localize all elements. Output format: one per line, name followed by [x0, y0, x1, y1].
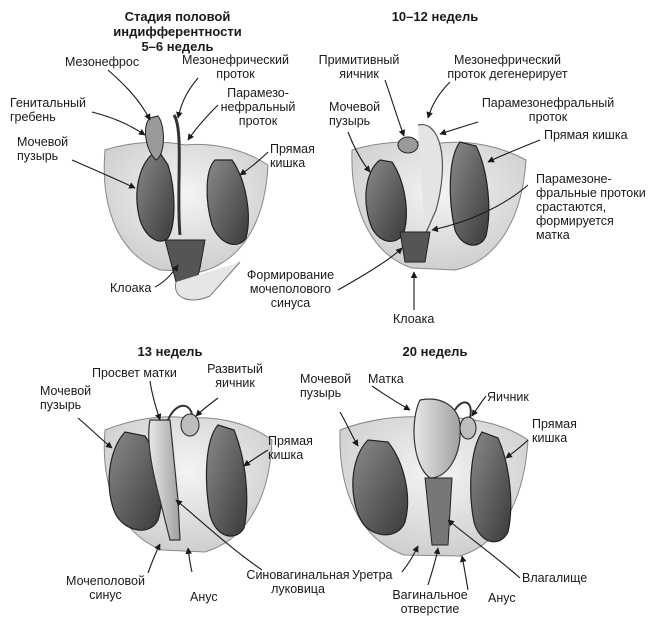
panel-3-drawing [103, 404, 273, 553]
degenerating-duct-shape [417, 124, 443, 236]
tail-shape [174, 261, 241, 301]
leader-anus-3 [185, 547, 193, 573]
label-cloaca: Клоака [110, 281, 152, 295]
leader-paramesonephric-1 [187, 104, 219, 141]
label-vagina: Влагалище [522, 571, 588, 585]
ovary-shape [459, 416, 477, 440]
leader-anus-4 [459, 555, 469, 591]
label-anus: Анус [488, 591, 516, 605]
label-ovary: Яичник [487, 390, 529, 404]
leader-vagina [447, 519, 521, 579]
leader-uterus [371, 385, 411, 411]
tube-shape [167, 404, 193, 421]
label-cloaca: Клоака [393, 312, 435, 326]
panel-2-drawing [351, 124, 527, 271]
label-mesonephros: Мезонефрос [65, 55, 140, 69]
label-primitive-ovary: Примитивный яичник [318, 53, 400, 81]
leader-bladder-3 [77, 417, 113, 449]
label-urogenital-sinus-formation: Формирование мочеполового синуса [246, 268, 335, 310]
leader-cloaca [154, 264, 179, 288]
label-vaginal-opening: Вагинальное отверстие [392, 588, 468, 616]
leader-bladder-1 [71, 159, 136, 189]
label-bladder: Мочевой пузырь [300, 372, 352, 400]
label-paramesonephric-duct: Парамезонефральный проток [481, 96, 615, 124]
rectum-shape [470, 431, 512, 543]
leader-ducts-fuse [431, 184, 529, 233]
label-urethra: Уретра [352, 568, 393, 582]
leader-bladder-2 [347, 131, 371, 173]
label-rectum: Прямая кишка [270, 142, 315, 170]
mesonephros-shape [144, 115, 164, 161]
label-uterine-lumen: Просвет матки [92, 366, 177, 380]
leader-lines [71, 69, 541, 591]
leader-rectum-4 [505, 439, 529, 459]
bladder-shape [352, 439, 409, 536]
leader-ovary [471, 395, 487, 417]
panel-2-title: 10–12 недель [391, 9, 479, 24]
ovary-shape [180, 413, 200, 437]
leader-mesonephros [107, 69, 151, 121]
panel-4-drawing [339, 398, 529, 557]
label-sinovaginal-bulb: Синовагинальная луковица [246, 568, 350, 596]
leader-rectum-3 [243, 449, 269, 467]
label-ducts-fuse: Парамезоне- фральные протоки срастаются,… [536, 172, 646, 242]
uterus-shape [413, 398, 461, 479]
panel-1-drawing [103, 114, 269, 301]
leader-duct-degenerates [426, 81, 451, 119]
label-uterus: Матка [368, 372, 404, 386]
leader-ug-sinus-formation [337, 247, 403, 291]
panel-4-title: 20 недель [402, 344, 468, 359]
label-urogenital-sinus: Мочеполовой синус [66, 574, 145, 602]
leader-genital-ridge [91, 111, 146, 136]
leader-rectum-2 [487, 139, 541, 163]
tube-shape [454, 401, 472, 419]
label-paramesonephric-duct: Парамезо- нефральный проток [220, 86, 296, 128]
label-bladder: Мочевой пузырь [17, 135, 69, 163]
panel-3-title: 13 недель [137, 344, 203, 359]
bladder-shape [136, 149, 175, 242]
leader-vaginal-opening [427, 547, 441, 586]
label-mesonephric-duct: Мезонефрический проток [182, 53, 289, 81]
leader-sinovaginal-bulb [175, 499, 263, 571]
label-rectum: Прямая кишка [268, 434, 313, 462]
rectum-shape [449, 141, 490, 246]
label-rectum: Прямая кишка [532, 417, 577, 445]
vagina-shape [424, 477, 453, 546]
label-rectum: Прямая кишка [544, 128, 628, 142]
leader-urethra [401, 545, 419, 573]
label-anus: Анус [190, 590, 218, 604]
duct-shape [172, 114, 182, 236]
urogenital-sinus-shape [399, 231, 431, 263]
rectum-shape [206, 159, 249, 246]
leader-primitive-ovary [384, 79, 406, 137]
leader-rectum-1 [239, 151, 269, 176]
label-bladder: Мочевой пузырь [329, 100, 381, 128]
leader-mesonephric-duct [176, 77, 199, 119]
bladder-shape [365, 159, 407, 242]
leader-ug-sinus [147, 543, 161, 574]
leader-developed-ovary [195, 397, 219, 417]
leader-uterine-lumen [149, 380, 162, 421]
label-bladder: Мочевой пузырь [40, 384, 92, 412]
label-developed-ovary: Развитый яичник [207, 362, 263, 390]
label-genital-ridge: Генитальный гребень [10, 96, 86, 124]
panel-1-title: Стадия половой индифферентности 5–6 неде… [113, 9, 242, 54]
leader-paramesonephric-2 [439, 121, 479, 136]
uterus-shape [148, 419, 181, 541]
leader-bladder-4 [339, 411, 359, 447]
ovary-shape [397, 136, 419, 154]
label-duct-degenerates: Мезонефрический проток дегенерирует [447, 53, 568, 81]
